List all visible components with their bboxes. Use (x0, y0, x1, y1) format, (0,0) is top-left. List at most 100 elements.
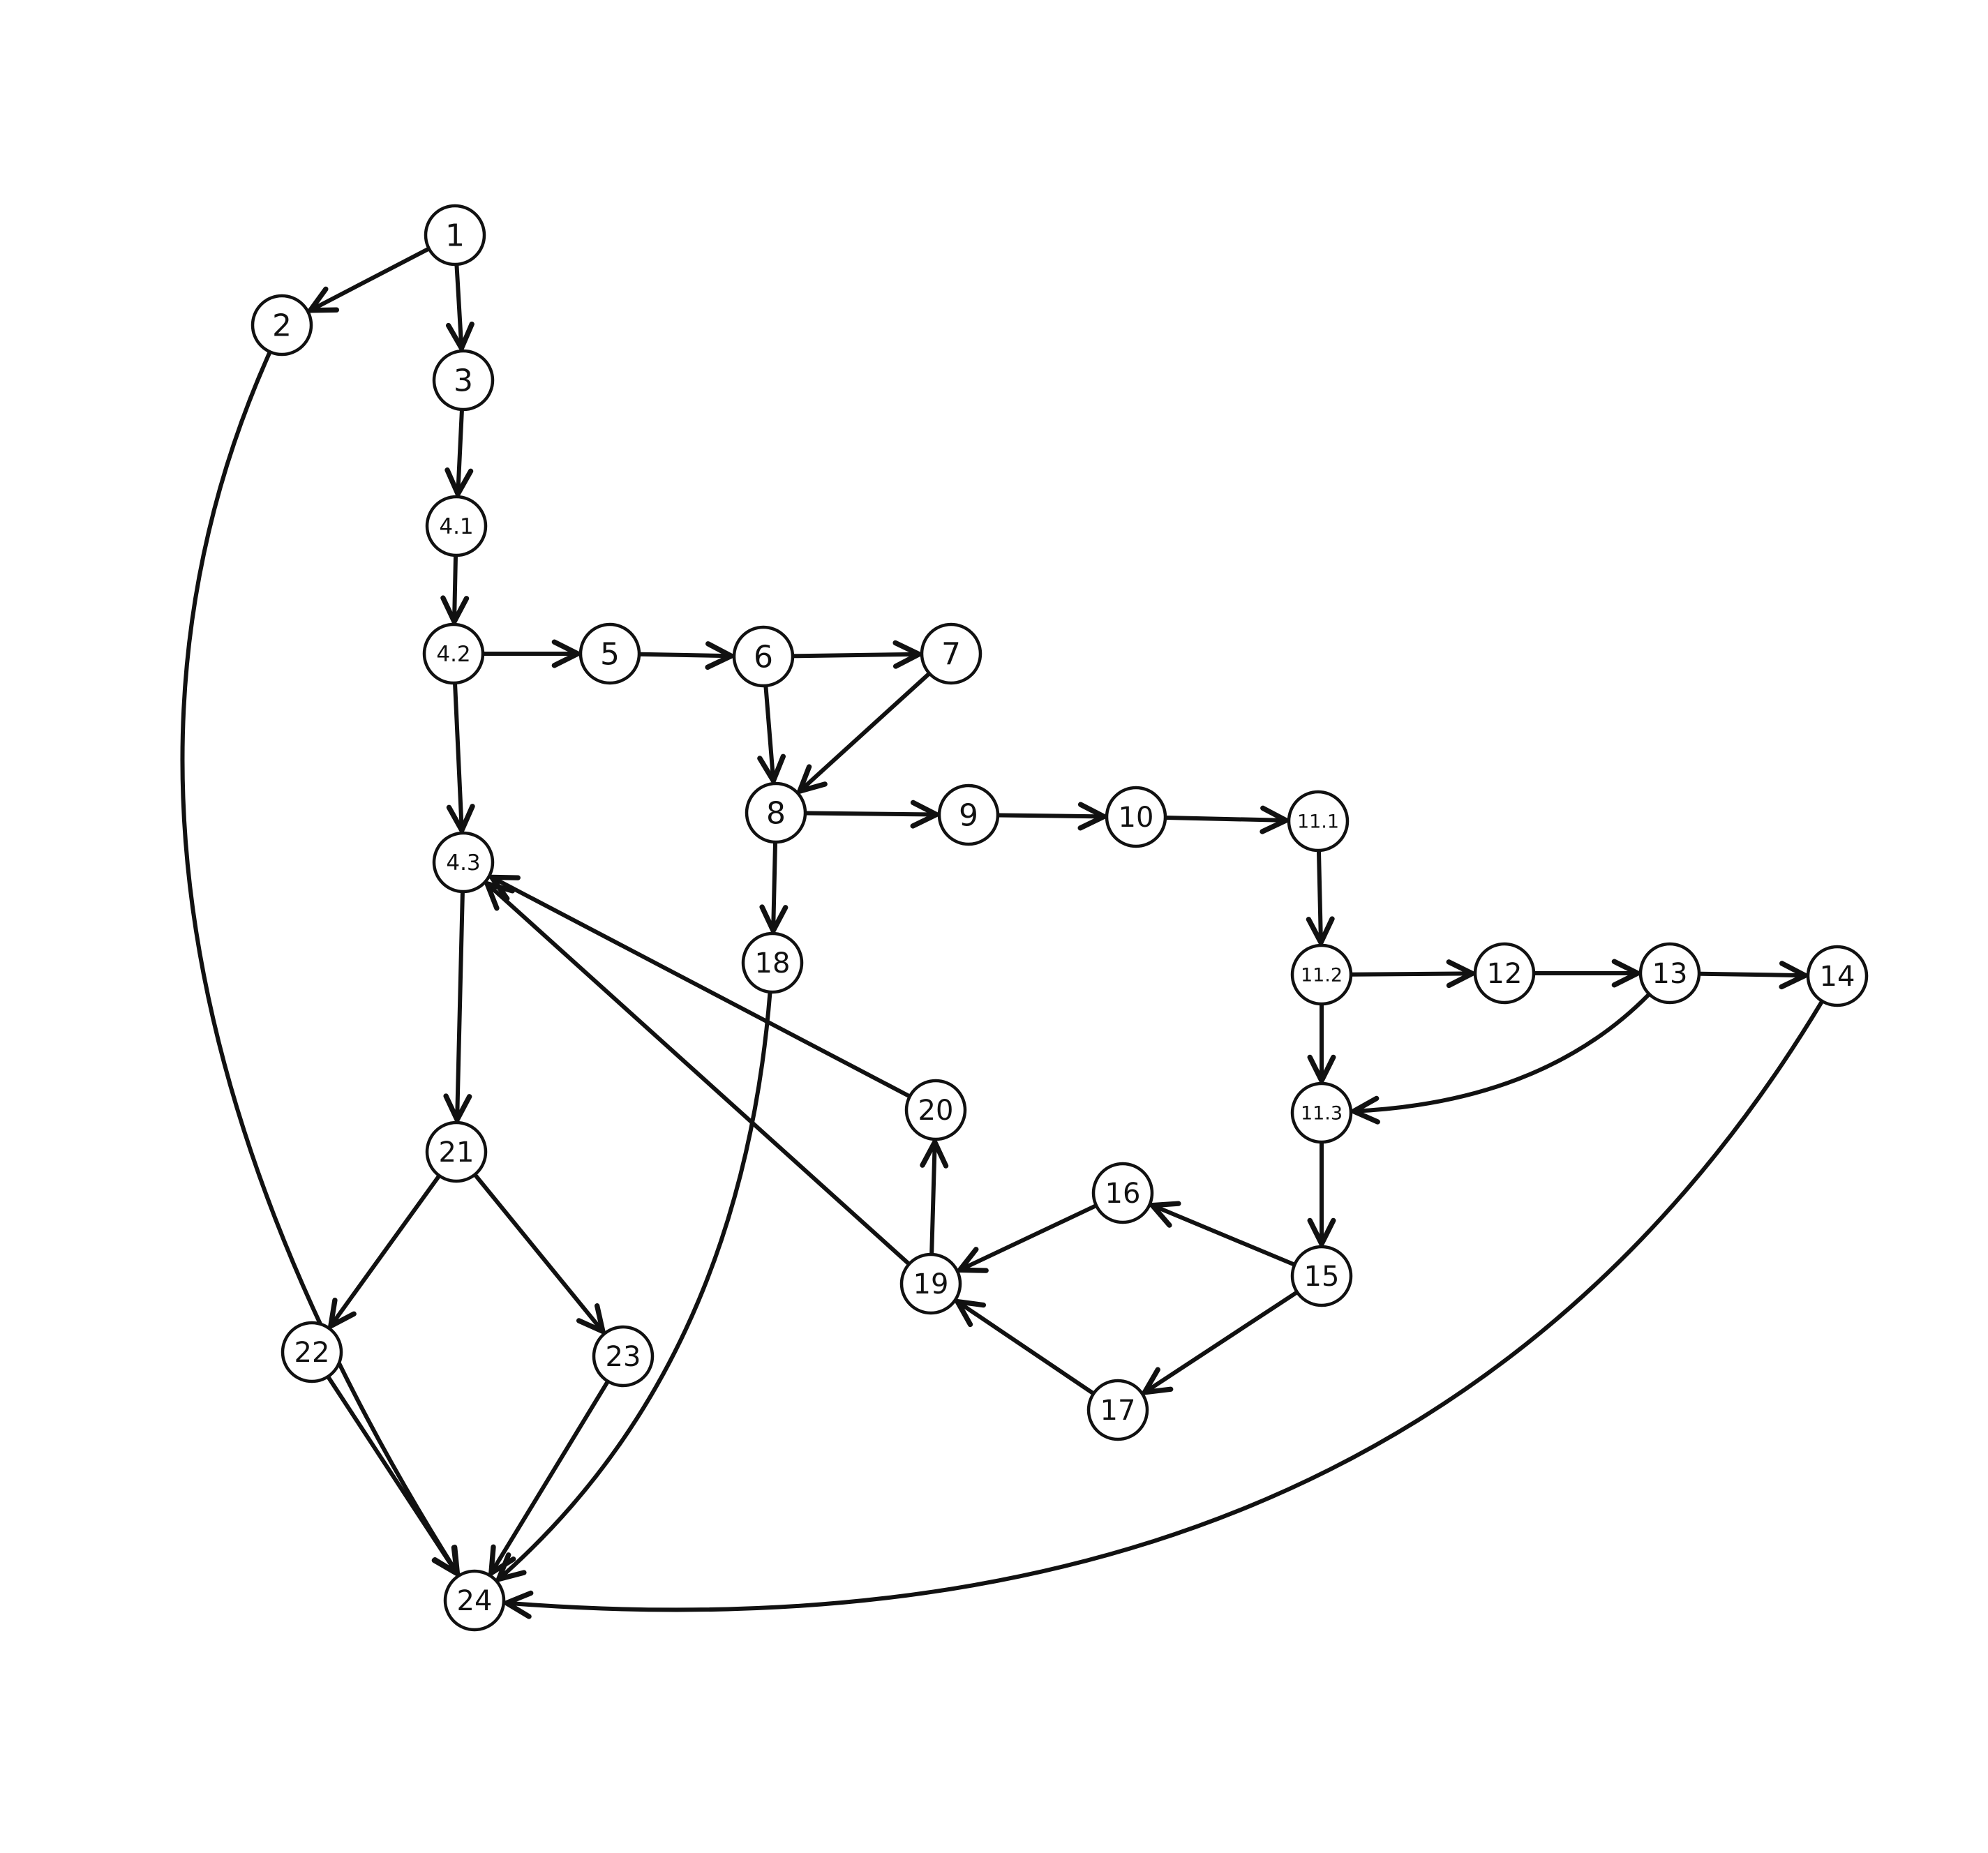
node-circle (904, 1079, 967, 1141)
node-label: 24 (457, 1585, 493, 1617)
edge-13-to-11.3 (1351, 993, 1651, 1125)
edge-1-to-2 (308, 247, 430, 313)
edge-11.2-to-12 (1350, 959, 1475, 989)
node-circle (592, 1325, 655, 1388)
node-circle (425, 1120, 488, 1183)
node-6: 6 (732, 625, 795, 688)
node-label: 18 (755, 947, 791, 980)
node-circle (1290, 943, 1353, 1006)
edge-21-to-22 (328, 1174, 441, 1329)
node-label: 21 (439, 1136, 474, 1169)
edge-18-to-24 (495, 991, 772, 1582)
edge-2-to-24 (180, 351, 461, 1576)
edges-layer (180, 247, 1824, 1619)
node-label: 11.1 (1297, 811, 1339, 833)
node-10: 10 (1105, 786, 1167, 848)
edge-13-to-14 (1698, 961, 1808, 990)
edge-4.2-to-4.3 (446, 682, 475, 833)
node-circle (1290, 1081, 1353, 1144)
node-label: 16 (1105, 1178, 1141, 1210)
node-9: 9 (937, 783, 1000, 846)
edge-9-to-10 (997, 802, 1107, 831)
node-circle (281, 1321, 343, 1383)
node-circle (1086, 1379, 1149, 1441)
node-label: 15 (1304, 1261, 1340, 1293)
edge-14-to-24 (504, 1000, 1824, 1619)
node-11.2: 11.2 (1290, 943, 1353, 1006)
edge-17-to-19 (955, 1299, 1095, 1395)
node-label: 14 (1820, 961, 1855, 993)
node-circle (424, 204, 486, 267)
node-circle (1806, 945, 1869, 1007)
edge-7-to-8 (797, 672, 931, 794)
node-label: 5 (600, 637, 620, 673)
node-label: 9 (959, 798, 978, 834)
node-label: 4.2 (436, 642, 470, 667)
edge-15-to-17 (1142, 1291, 1299, 1395)
node-2: 2 (251, 294, 313, 357)
node-label: 7 (941, 637, 961, 673)
node-label: 20 (918, 1095, 954, 1127)
node-label: 17 (1100, 1395, 1136, 1427)
node-11.1: 11.1 (1287, 790, 1350, 853)
node-circle (251, 294, 313, 357)
node-circle (578, 622, 641, 685)
edge-19-to-4.3 (484, 881, 911, 1266)
node-3: 3 (432, 349, 495, 412)
node-circle (899, 1252, 962, 1315)
edge-20-to-4.3 (489, 874, 911, 1098)
edge-6-to-8 (757, 684, 786, 783)
node-label: 11.3 (1301, 1103, 1343, 1125)
node-19: 19 (899, 1252, 962, 1315)
node-20: 20 (904, 1079, 967, 1141)
node-1: 1 (424, 204, 486, 267)
edge-8-to-9 (805, 800, 939, 829)
node-4.2: 4.2 (422, 622, 485, 685)
node-circle (425, 495, 488, 557)
node-5: 5 (578, 622, 641, 685)
node-label: 23 (606, 1341, 641, 1373)
node-17: 17 (1086, 1379, 1149, 1441)
node-15: 15 (1290, 1245, 1353, 1307)
edge-6-to-7 (792, 640, 922, 669)
node-label: 13 (1652, 958, 1688, 990)
node-label: 6 (754, 640, 773, 675)
node-21: 21 (425, 1120, 488, 1183)
node-4.1: 4.1 (425, 495, 488, 557)
node-circle (1290, 1245, 1353, 1307)
edge-23-to-24 (488, 1380, 610, 1576)
node-label: 22 (294, 1337, 330, 1369)
node-circle (745, 781, 807, 844)
edge-21-to-23 (473, 1173, 606, 1335)
edge-1-to-3 (445, 263, 474, 351)
node-circle (432, 349, 495, 412)
node-circle (1638, 942, 1701, 1005)
node-circle (1473, 942, 1536, 1005)
edge-22-to-24 (327, 1375, 460, 1577)
edge-8-to-18 (759, 841, 789, 933)
node-circle (1287, 790, 1350, 853)
node-label: 8 (766, 796, 786, 832)
node-circle (732, 625, 795, 688)
node-23: 23 (592, 1325, 655, 1388)
node-circle (1091, 1162, 1154, 1224)
node-12: 12 (1473, 942, 1536, 1005)
node-label: 11.2 (1301, 965, 1343, 986)
node-11.3: 11.3 (1290, 1081, 1353, 1144)
edge-16-to-19 (957, 1203, 1098, 1273)
node-label: 2 (272, 308, 292, 344)
node-13: 13 (1638, 942, 1701, 1005)
node-label: 3 (454, 363, 473, 399)
node-24: 24 (443, 1569, 506, 1632)
node-label: 12 (1487, 958, 1523, 990)
node-circle (432, 831, 495, 894)
edge-5-to-6 (638, 641, 734, 670)
edge-11.1-to-11.2 (1306, 850, 1335, 945)
node-circle (920, 622, 982, 685)
edge-4.1-to-4.2 (440, 555, 470, 624)
node-label: 4.1 (439, 514, 473, 539)
node-22: 22 (281, 1321, 343, 1383)
node-8: 8 (745, 781, 807, 844)
node-label: 19 (913, 1268, 949, 1300)
